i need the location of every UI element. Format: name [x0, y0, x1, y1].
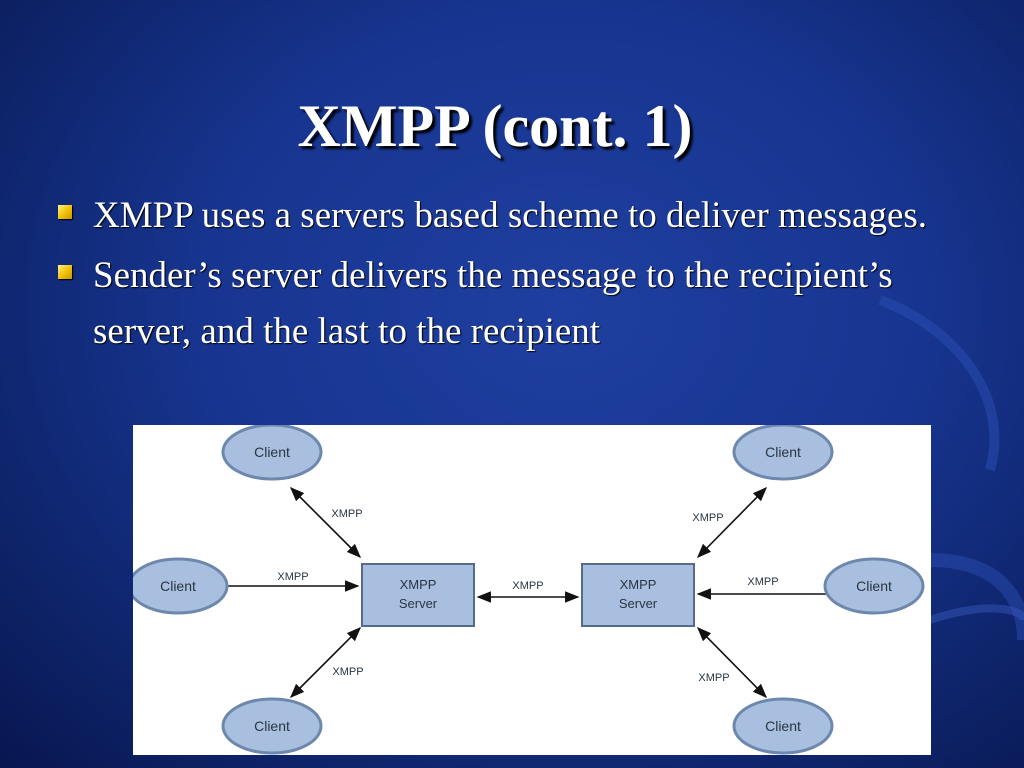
server-label: Server — [619, 596, 658, 611]
bullet-text: Sender’s server delivers the message to … — [93, 255, 893, 352]
client-node — [133, 557, 229, 615]
client-node — [732, 697, 834, 755]
connection-label: XMPP — [698, 672, 729, 684]
client-label: Client — [856, 578, 892, 594]
client-label: Client — [160, 578, 196, 594]
connection-label: XMPP — [277, 571, 308, 583]
client-label: Client — [765, 718, 801, 734]
connection-label: XMPP — [692, 512, 723, 524]
xmpp-server-box — [581, 563, 695, 627]
connection-label: XMPP — [331, 508, 362, 520]
server-label: XMPP — [620, 577, 657, 592]
bullet-square-icon — [58, 205, 72, 219]
xmpp-server-box — [361, 563, 475, 627]
client-label: Client — [254, 718, 290, 734]
xmpp-connection-arrow — [289, 486, 362, 559]
bullet-square-icon — [58, 265, 72, 279]
xmpp-connection-arrow — [696, 486, 768, 559]
bullet-item: Sender’s server delivers the message to … — [58, 248, 958, 360]
xmpp-connection-arrow — [696, 626, 768, 699]
server-label: XMPP — [400, 577, 437, 592]
client-node — [732, 425, 834, 481]
client-node — [221, 697, 323, 755]
server-label: Server — [399, 596, 438, 611]
client-label: Client — [765, 444, 801, 460]
connection-label: XMPP — [512, 580, 543, 592]
connection-label: XMPP — [332, 666, 363, 678]
client-label: Client — [254, 444, 290, 460]
connection-label: XMPP — [747, 576, 778, 588]
bullet-text: XMPP uses a servers based scheme to deli… — [93, 195, 928, 236]
bullet-list: XMPP uses a servers based scheme to deli… — [58, 188, 958, 364]
client-node — [221, 425, 323, 481]
diagram-canvas: XMPPXMPPXMPPXMPPXMPPXMPPXMPPXMPPServerXM… — [133, 425, 925, 755]
slide-title: XMPP (cont. 1) — [297, 93, 693, 159]
client-node — [823, 557, 925, 615]
bullet-item: XMPP uses a servers based scheme to deli… — [58, 188, 958, 244]
xmpp-connection-arrow — [289, 626, 362, 699]
